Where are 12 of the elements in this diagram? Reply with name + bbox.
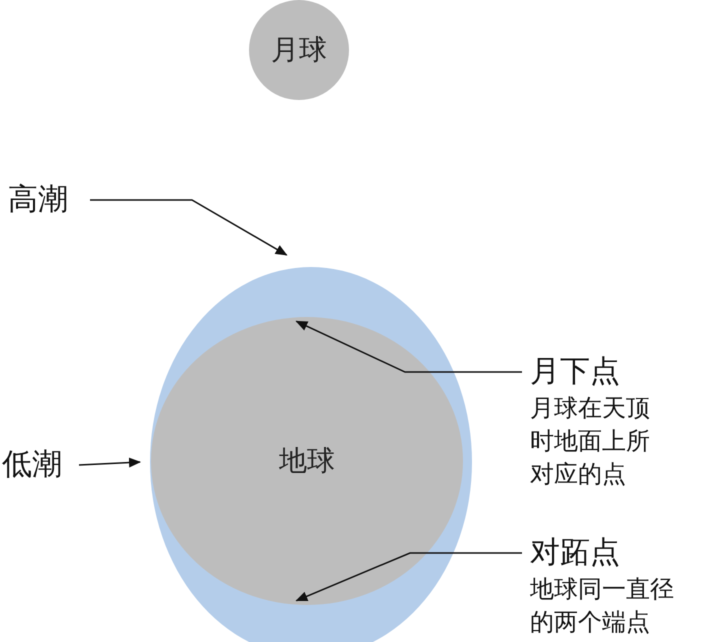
- callout-label: 高潮: [8, 180, 88, 222]
- callout-label: 低潮: [2, 445, 77, 487]
- leader-line: [78, 458, 141, 468]
- callout-title: 月下点: [530, 353, 621, 391]
- leader-line: [295, 552, 522, 602]
- earth-label: 地球: [279, 443, 335, 479]
- callout-title: 对跖点: [530, 534, 621, 572]
- callout-description: 月球在天顶时地面上所对应的点: [530, 393, 651, 490]
- moon-label: 月球: [271, 32, 327, 68]
- callout-description: 地球同一直径的两个端点: [530, 574, 675, 638]
- leader-line: [296, 320, 522, 373]
- leader-line: [90, 199, 288, 256]
